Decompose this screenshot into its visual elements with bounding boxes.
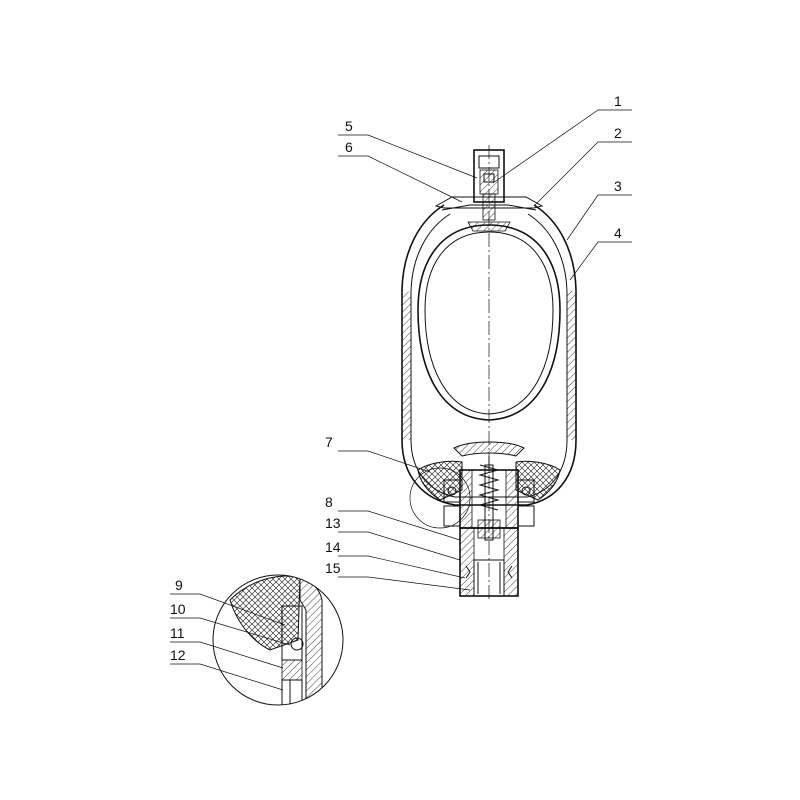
- callout-15: 15: [325, 560, 341, 576]
- callout-8: 8: [325, 494, 333, 510]
- callout-4: 4: [614, 225, 622, 241]
- leader-lines: [170, 109, 632, 691]
- callout-7: 7: [325, 434, 333, 450]
- callout-9: 9: [175, 577, 183, 593]
- detail-reference-circle: [409, 467, 471, 529]
- callout-2: 2: [614, 125, 622, 141]
- callout-1: 1: [614, 93, 622, 109]
- callout-13: 13: [325, 515, 341, 531]
- callout-14: 14: [325, 539, 341, 555]
- callout-11: 11: [170, 625, 185, 641]
- callout-numbers: 1 2 3 4 5 6 7 8 13 14 15 9 10 11 12: [170, 93, 622, 663]
- callout-12: 12: [170, 647, 186, 663]
- vessel-shell: [401, 204, 577, 506]
- callout-5: 5: [345, 118, 353, 134]
- callout-6: 6: [345, 139, 353, 155]
- callout-3: 3: [614, 178, 622, 194]
- callout-10: 10: [170, 601, 186, 617]
- detail-view: [212, 574, 344, 706]
